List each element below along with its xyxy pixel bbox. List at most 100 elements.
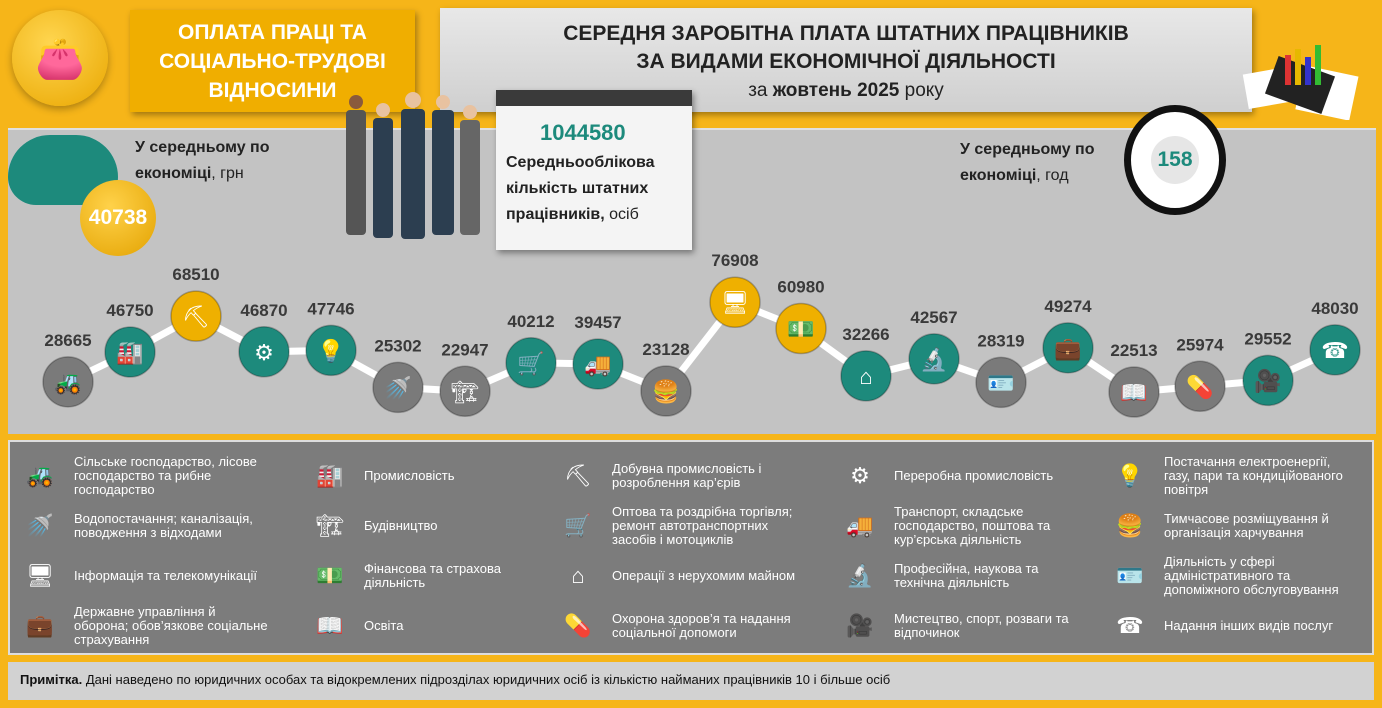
section-title-line: СОЦІАЛЬНО-ТРУДОВІ — [159, 50, 386, 73]
crane-icon: 🏗 — [316, 513, 344, 538]
section-title-line: ОПЛАТА ПРАЦІ ТА — [178, 21, 367, 44]
data-marker — [305, 324, 357, 377]
camera-icon: 🎥 — [846, 613, 874, 638]
wage-line-chart: 🚜28665🏭46750⛏68510⚙46870💡47746🚿25302🏗229… — [42, 251, 1361, 418]
data-label: 49274 — [1044, 297, 1092, 316]
briefcase-icon: 💼 — [26, 613, 54, 638]
data-label: 25302 — [374, 336, 421, 355]
house-icon: ⌂ — [571, 563, 585, 588]
data-label: 22947 — [441, 340, 488, 359]
data-label: 48030 — [1311, 299, 1358, 318]
legend-item: 🎥 Мистецтво, спорт, розваги та відпочинок — [840, 604, 1090, 648]
legend-item: 🚿Водопостачання; каналізація, поводження… — [20, 504, 270, 548]
data-marker — [1242, 354, 1294, 407]
legend-item: 🪪Діяльність у сфері адміністративного та… — [1110, 554, 1370, 598]
excavator-icon: ⛏ — [182, 304, 210, 329]
data-label: 68510 — [172, 265, 219, 284]
tractor-icon: 🚜 — [26, 463, 54, 488]
house-icon: ⌂ — [859, 364, 872, 389]
data-point: ☎48030 — [1309, 299, 1361, 376]
purse-logo-icon: 👛 — [12, 10, 108, 106]
data-label: 46870 — [240, 301, 287, 320]
data-label: 42567 — [910, 308, 957, 327]
tractor-icon: 🚜 — [54, 370, 81, 395]
legend-item: ⚙ Переробна промисловість — [840, 454, 1090, 498]
medicine-icon: 💊 — [564, 613, 592, 638]
data-marker — [775, 302, 827, 355]
data-point: 💊25974 — [1174, 335, 1226, 413]
period: за жовтень 2025 року — [440, 80, 1252, 102]
data-point: 💡47746 — [305, 299, 357, 377]
period-prefix: за — [748, 80, 773, 101]
legend-label: Діяльність у сфері адміністративного та … — [1164, 554, 1339, 597]
legend-label: Водопостачання; каналізація, поводження … — [74, 511, 253, 540]
legend-item: ☎Надання інших видів послуг — [1110, 604, 1370, 648]
excavator-icon: ⛏ — [564, 463, 592, 488]
data-label: 60980 — [777, 278, 824, 297]
data-marker — [908, 333, 960, 385]
data-point: 🖥76908 — [709, 251, 761, 328]
data-point: ⛏ 68510 — [170, 265, 222, 342]
book-icon: 📖 — [1120, 380, 1147, 405]
period-suffix: року — [899, 80, 944, 101]
legend-item: 🔬 Професійна, наукова та технічна діяльні… — [840, 554, 1090, 598]
data-point: 🍔23128 — [640, 340, 692, 417]
data-point: ⌂32266 — [840, 325, 892, 402]
data-point: 📖22513 — [1108, 341, 1160, 418]
title-line: ЗА ВИДАМИ ЕКОНОМІЧНОЇ ДІЯЛЬНОСТІ — [636, 50, 1056, 73]
legend-label: Постачання електроенергії, газу, пари та… — [1164, 454, 1343, 497]
computer-icon: 🖥 — [721, 290, 749, 315]
computer-icon: 🖥 — [26, 563, 54, 588]
employees-card: 1044580 Середньооблікова кількість штатн… — [496, 90, 692, 250]
legend-item: 🚜Сільське господарство, лісове господарс… — [20, 454, 270, 498]
data-label: 46750 — [106, 301, 153, 320]
legend-label: Переробна промисловість — [894, 468, 1054, 483]
footnote-text: Дані наведено по юридичних особах та від… — [82, 672, 891, 687]
data-marker — [572, 338, 624, 390]
data-point: 🏭 46750 — [104, 301, 156, 378]
legend-item: 🍔Тимчасове розміщування й організація ха… — [1110, 504, 1370, 548]
avg-wage-value: 40738 — [80, 180, 156, 256]
legend: 🚜Сільське господарство, лісове господарс… — [8, 440, 1374, 655]
legend-label: Інформація та телекомунікації — [74, 568, 258, 583]
data-point: 💵60980 — [775, 278, 827, 355]
legend-label: Професійна, наукова та технічна діяльніс… — [894, 561, 1039, 590]
employees-value: 1044580 — [540, 120, 626, 145]
lightbulb-icon: 💡 — [1116, 463, 1144, 488]
period-month: жовтень 2025 — [772, 80, 900, 101]
avg-hours-value: 158 — [1151, 136, 1199, 184]
gears-icon: ⚙ — [850, 463, 870, 488]
data-marker — [42, 356, 94, 408]
legend-label: Операції з нерухомим майном — [612, 568, 796, 583]
data-marker — [1108, 366, 1160, 418]
avg-wage-label: У середньому по економіці, грн — [135, 135, 305, 187]
microscope-icon: 🔬 — [920, 346, 947, 372]
legend-item: 💵Фінансова та страхова діяльність — [310, 554, 560, 598]
legend-item: 🛒Оптова та роздрібна торгівля; ремонт ав… — [558, 504, 808, 548]
shower-icon: 🚿 — [384, 375, 411, 400]
factory-icon: 🏭 — [316, 463, 344, 488]
employees-label-bold: Середньооблікова кількість штатних праці… — [506, 154, 655, 223]
data-marker — [505, 337, 557, 389]
data-point: ⚙ 46870 — [238, 301, 290, 378]
legend-label: Державне управління й оборона; обов’язко… — [74, 604, 268, 647]
food-icon: 🍔 — [1116, 513, 1144, 538]
legend-item: 🏗Будівництво — [310, 504, 560, 548]
data-marker — [709, 276, 761, 328]
data-point: 🔬 42567 — [908, 308, 960, 385]
microscope-icon: 🔬 — [846, 563, 874, 588]
legend-item: 💊Охорона здоров’я та надання соціальної … — [558, 604, 808, 648]
factory-icon: 🏭 — [116, 340, 143, 365]
data-marker — [104, 326, 156, 378]
cart-icon: 🛒 — [564, 513, 592, 538]
phone-icon: ☎ — [1116, 613, 1144, 638]
truck-icon: 🚚 — [846, 513, 874, 538]
legend-label: Освіта — [364, 618, 404, 633]
food-icon: 🍔 — [652, 379, 679, 404]
data-label: 39457 — [574, 313, 621, 332]
legend-label: Мистецтво, спорт, розваги та відпочинок — [894, 611, 1069, 640]
gears-icon: ⚙ — [254, 340, 274, 365]
data-marker — [238, 326, 290, 378]
lightbulb-icon: 💡 — [317, 338, 344, 363]
legend-label: Фінансова та страхова діяльність — [364, 561, 501, 590]
